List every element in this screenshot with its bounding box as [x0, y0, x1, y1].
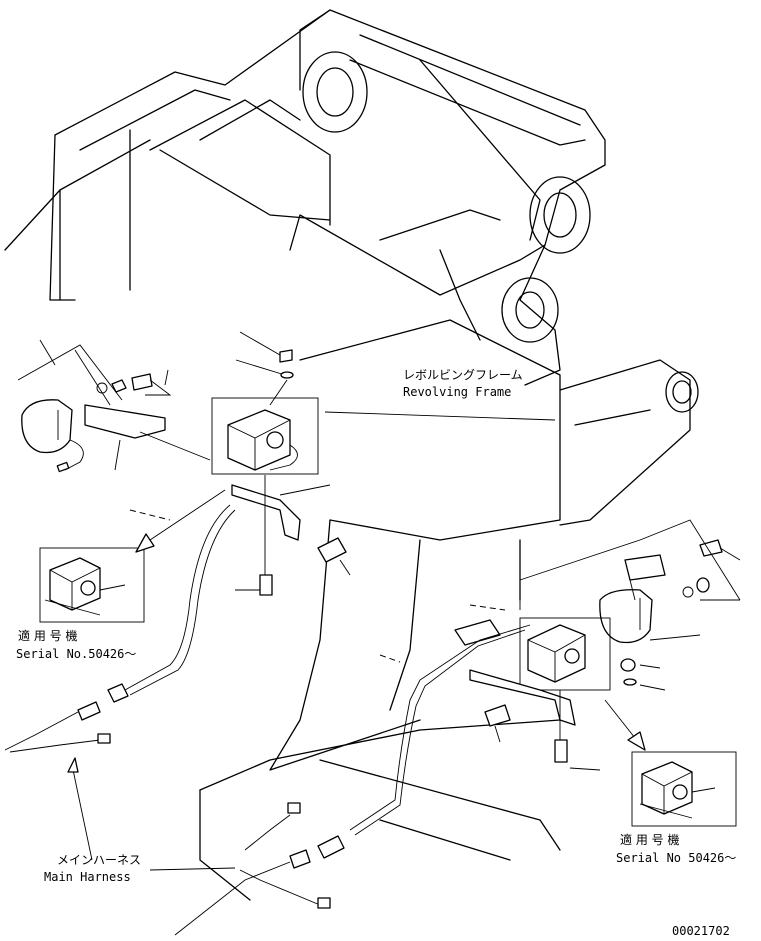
serial-left-label-jp: 適 用 号 機 — [18, 628, 77, 643]
serial-right-label-en: Serial No 50426～ — [616, 851, 736, 865]
main-harness-label-jp: メインハーネス — [57, 853, 141, 867]
left-inset-lamp — [39, 547, 145, 623]
main-harness-leaders — [67, 757, 236, 871]
revolving-frame — [199, 319, 699, 901]
revolving-frame-label-jp: レボルビングフレーム — [403, 368, 523, 382]
inset-arrows — [135, 489, 646, 751]
right-work-lamp — [519, 519, 741, 644]
main-harness-label-en: Main Harness — [44, 870, 131, 884]
revolving-frame-leader — [324, 411, 556, 421]
right-inset-lamp — [631, 751, 737, 827]
revolving-frame-label-en: Revolving Frame — [403, 385, 511, 399]
right-center-work-lamp — [469, 617, 666, 771]
left-work-lamp — [17, 339, 211, 473]
center-work-lamp — [211, 331, 351, 596]
boom-structure — [4, 9, 606, 386]
drawing-number: 00021702 — [672, 924, 730, 938]
serial-left-label-en: Serial No.50426～ — [16, 647, 136, 661]
wiring-harness — [4, 504, 531, 936]
serial-right-label-jp: 適 用 号 機 — [620, 832, 679, 847]
